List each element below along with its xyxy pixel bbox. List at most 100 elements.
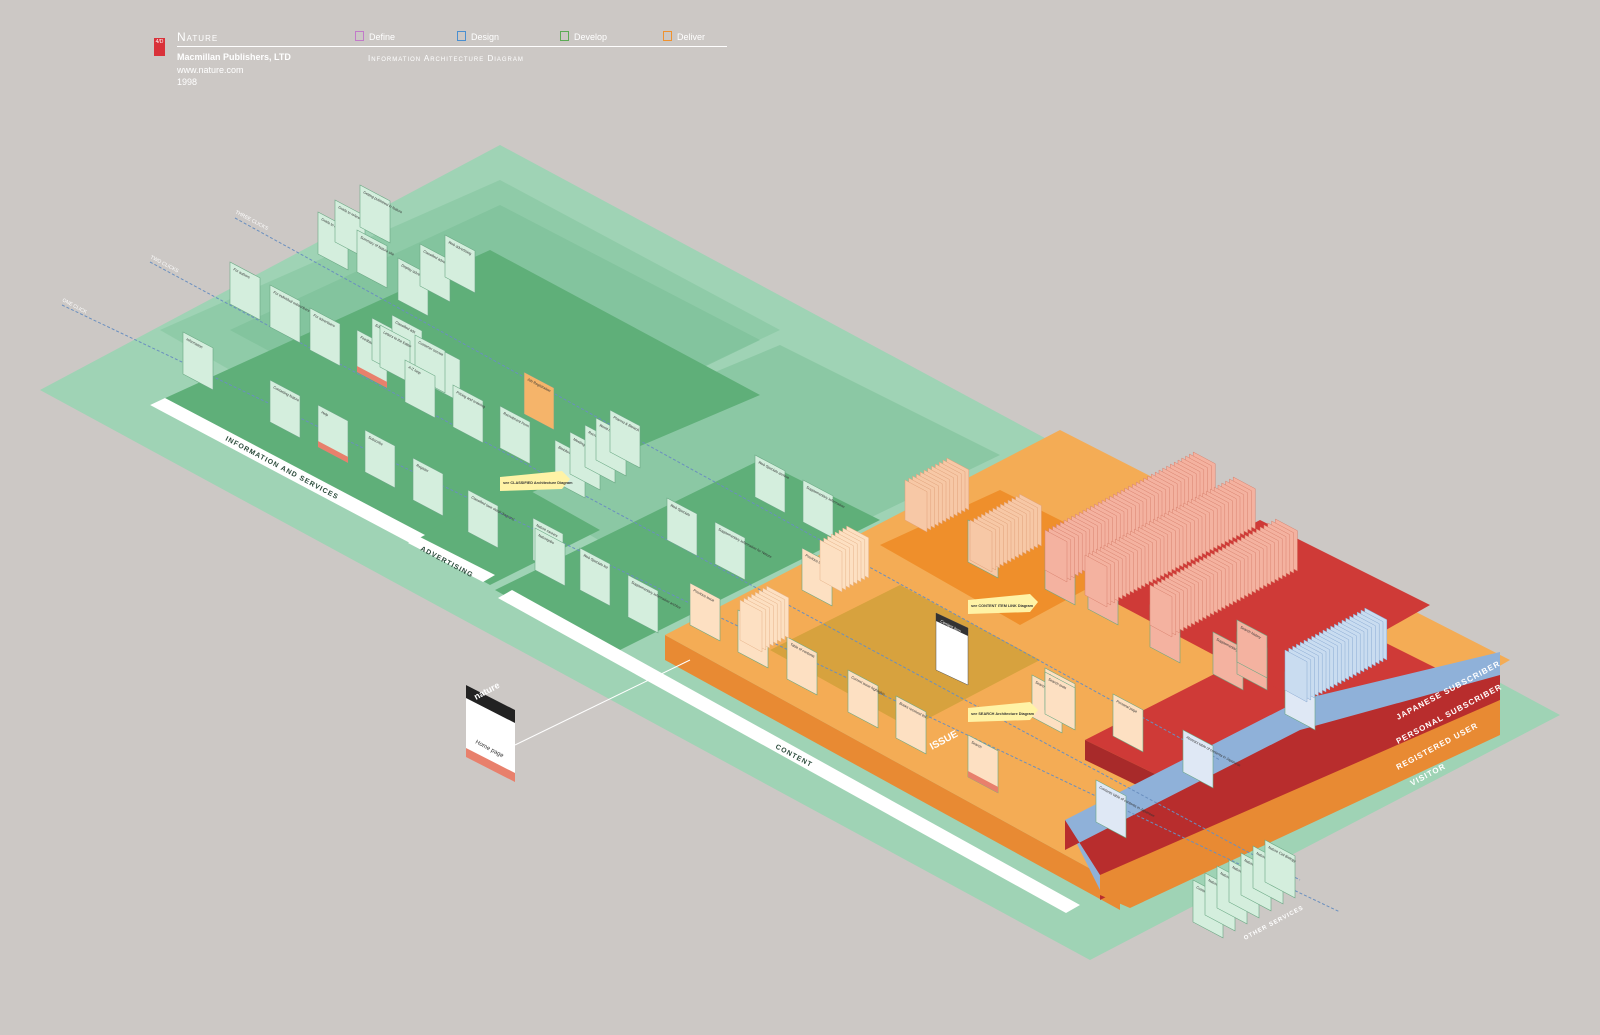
- page-stack: [1149, 518, 1298, 638]
- page-card-face: [444, 234, 476, 294]
- content-platform-side: [665, 635, 1120, 910]
- page-card: For advertisers: [309, 307, 341, 367]
- develop-swatch: [560, 31, 569, 41]
- page-card: Search tools: [1044, 671, 1076, 731]
- page-card: A-Z help: [404, 359, 436, 419]
- page-card-label: A-Z help: [408, 365, 422, 375]
- callout-text: see CONTENT ITEM LINK Diagram: [971, 604, 1034, 608]
- design-swatch: [457, 31, 466, 41]
- phase-develop: Develop: [560, 31, 607, 42]
- page-card: For authors: [229, 261, 261, 321]
- phase-deliver: Deliver: [663, 31, 705, 42]
- stack-sheet: [1044, 529, 1068, 583]
- page-card-face: [419, 243, 451, 303]
- page-card-accent: [318, 441, 348, 463]
- page-card-face: [269, 284, 301, 344]
- page-card-face: [689, 582, 721, 642]
- page-stack: [1084, 476, 1256, 608]
- site-url: www.nature.com: [177, 65, 244, 75]
- page-card-face: [404, 359, 436, 419]
- callout-note: see SEARCH Architecture Diagram: [968, 702, 1038, 722]
- page-card-face: [1044, 671, 1076, 731]
- page-stack: [1284, 607, 1388, 703]
- page-card-label: Subscribe: [368, 435, 384, 446]
- page-card-face: [847, 669, 879, 729]
- two-clicks-line: [149, 261, 1301, 881]
- page-card: Help: [317, 404, 349, 464]
- page-card-face: [895, 695, 927, 755]
- page-card-face: [714, 521, 746, 581]
- page-card-face: [1112, 693, 1144, 753]
- page-card: Supplementary information for Nature: [714, 521, 772, 581]
- diagram-subtitle: Information Architecture Diagram: [368, 54, 524, 63]
- page-stack: [819, 525, 869, 593]
- callout-note: see CONTENT ITEM LINK Diagram: [968, 594, 1038, 614]
- phase-design: Design: [457, 31, 499, 42]
- stack-sheet: [904, 479, 928, 533]
- deliver-swatch: [663, 31, 672, 41]
- issue-zone: [770, 585, 1040, 728]
- page-stacks: [739, 451, 1388, 703]
- page-card-label: Information: [186, 337, 204, 349]
- page-card-label: Help: [321, 410, 329, 417]
- page-card: Table of contents: [786, 636, 818, 696]
- page-card-face: [364, 429, 396, 489]
- page-card-accent: [968, 771, 998, 793]
- page-card-face: [579, 547, 611, 607]
- page-card-face: [452, 384, 484, 444]
- page-card: Naturejobs: [534, 527, 566, 587]
- define-swatch: [355, 31, 364, 41]
- page-card: Search: [967, 734, 999, 794]
- content-item-card: Content item: [935, 612, 969, 686]
- page-card-face: [356, 229, 388, 289]
- page-card-accent: [357, 366, 387, 388]
- page-card-face: [666, 497, 698, 557]
- page-card-label: Feedback: [360, 335, 376, 346]
- page-card-face: [499, 405, 531, 465]
- page-card: Register: [412, 457, 444, 517]
- two-clicks-label: TWO CLICKS: [149, 254, 180, 274]
- page-card-face: [609, 409, 641, 469]
- page-card-label: Naturejobs: [538, 533, 555, 545]
- page-card-face: [627, 574, 659, 634]
- page-card-face: [269, 379, 301, 439]
- callout-bg: [500, 471, 570, 491]
- page-stack: [1044, 451, 1216, 583]
- page-card-label: Register: [416, 463, 430, 473]
- page-card-face: [229, 261, 261, 321]
- page-card: For individual subscribers: [269, 284, 311, 344]
- publisher-label: Macmillan Publishers, LTD: [177, 52, 291, 62]
- page-card-face: [1212, 631, 1244, 691]
- phase-define: Define: [355, 31, 395, 42]
- home-page-card: nature Home page: [466, 659, 691, 782]
- page-card: Personal page: [1112, 693, 1144, 753]
- level-stack-orange: [1100, 700, 1500, 908]
- one-click-label: ONE CLICK: [61, 297, 88, 315]
- stack-sheet: [1149, 584, 1173, 638]
- page-card: Subscribe: [364, 429, 396, 489]
- page-card-face: [1095, 779, 1127, 839]
- page-card: Information: [182, 331, 214, 391]
- page-stack: [904, 457, 970, 533]
- page-card-face: [754, 454, 786, 514]
- page-card: Supplementary information: [802, 479, 845, 539]
- callout-text: see SEARCH Architecture Diagram: [971, 712, 1035, 716]
- page-stack: [969, 493, 1042, 573]
- diagram-title: Nature: [177, 30, 219, 44]
- page-stack: [739, 585, 789, 653]
- page-card-face: [786, 636, 818, 696]
- stack-sheet: [1284, 649, 1308, 703]
- three-clicks-line: [234, 217, 1221, 761]
- page-card-label: Meetings: [573, 437, 588, 447]
- page-card-face: [523, 371, 555, 431]
- page-card-face: [467, 489, 499, 549]
- stack-sheet: [739, 599, 763, 653]
- page-card-label: Search: [971, 740, 983, 749]
- page-card-face: [182, 331, 214, 391]
- page-card-face: [534, 527, 566, 587]
- page-card-face: [309, 307, 341, 367]
- page-card-face: [359, 184, 391, 244]
